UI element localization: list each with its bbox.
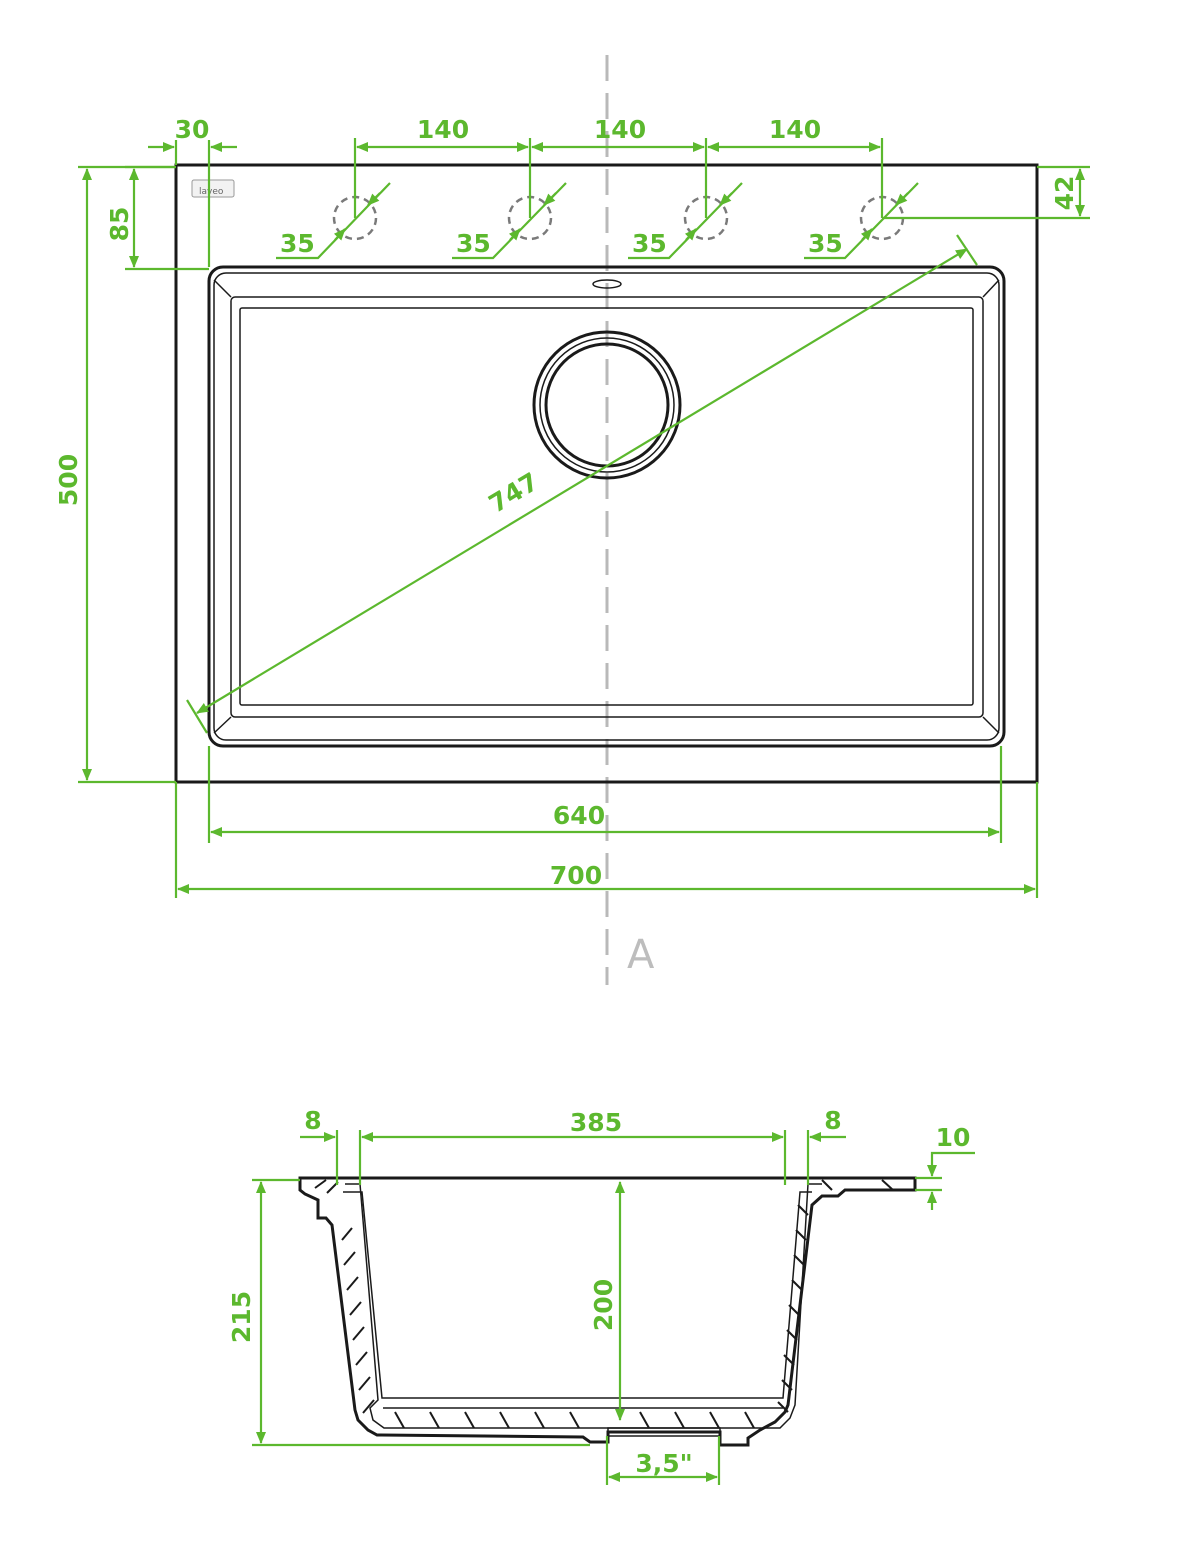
edge-offset-label: 30	[175, 115, 210, 144]
sink-outer-outline	[174, 163, 1039, 784]
hole-diameter-dims: 35 35 35 35	[276, 182, 919, 260]
section-drain-opening	[607, 1427, 721, 1437]
bowl-width-dim: 640	[207, 746, 1003, 843]
wall-left-label: 8	[304, 1106, 321, 1135]
hole-diameter-label-4: 35	[808, 229, 843, 258]
total-height-dim: 500	[54, 165, 176, 784]
total-depth-label: 215	[227, 1291, 256, 1343]
hole-from-edge-label: 42	[1050, 176, 1079, 211]
rim-thickness-dim: 10	[915, 1123, 975, 1210]
brand-logo: laveo	[191, 179, 235, 198]
hole-diameter-label-2: 35	[456, 229, 491, 258]
top-view: A laveo	[54, 55, 1090, 985]
hole-diameter-label-3: 35	[632, 229, 667, 258]
total-width-dim: 700	[174, 782, 1039, 898]
brand-logo-text: laveo	[199, 187, 224, 197]
total-height-label: 500	[54, 454, 83, 506]
top-to-bowl-label: 85	[105, 207, 134, 242]
bowl-width-section-label: 385	[570, 1108, 622, 1137]
section-inner-surface	[343, 1191, 812, 1399]
rim-thickness-label: 10	[936, 1123, 971, 1152]
wall-right-label: 8	[824, 1106, 841, 1135]
total-depth-dim: 215	[227, 1178, 590, 1447]
section-marker-label: A	[627, 932, 655, 978]
section-view: 8 385 8 10 215 200 3,5"	[227, 1106, 975, 1485]
total-width-label: 700	[550, 861, 602, 890]
bowl-depth-label: 200	[589, 1279, 618, 1331]
section-body-outline	[298, 1176, 917, 1447]
drain-size-label: 3,5"	[635, 1449, 692, 1478]
diagonal-dim: 747	[186, 234, 978, 734]
hole-spacing-label-3: 140	[769, 115, 821, 144]
hole-diameter-label-1: 35	[280, 229, 315, 258]
hole-spacing-dims: 140 140 140	[353, 115, 884, 218]
bowl-width-label: 640	[553, 801, 605, 830]
hole-from-edge-dim: 42	[882, 165, 1090, 220]
hole-spacing-label-2: 140	[594, 115, 646, 144]
drain-size-dim: 3,5"	[605, 1436, 721, 1485]
edge-offset-dim: 30	[148, 115, 237, 267]
bowl-depth-dim: 200	[589, 1181, 625, 1421]
section-width-dims: 8 385 8	[300, 1106, 846, 1185]
hole-spacing-label-1: 140	[417, 115, 469, 144]
